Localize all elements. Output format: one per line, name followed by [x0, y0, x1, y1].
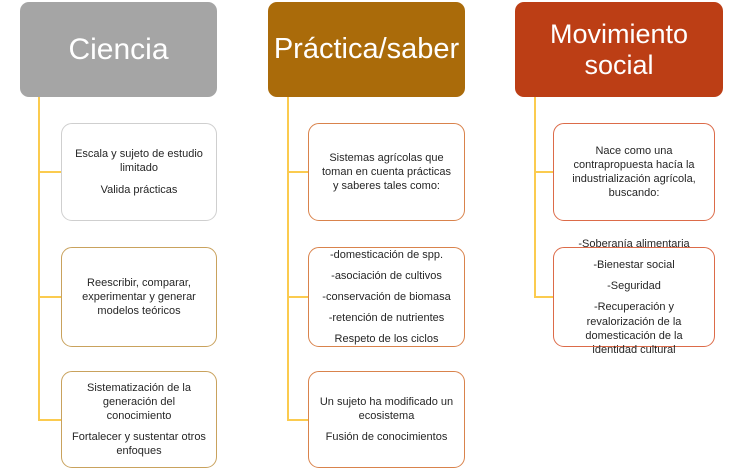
child-paragraph: -retención de nutrientes [328, 312, 445, 325]
child-box-practica-saber-1: Sistemas agrícolas que toman en cuenta p… [308, 123, 465, 221]
header-practica-saber: Práctica/saber [268, 2, 465, 97]
header-ciencia: Ciencia [20, 2, 217, 97]
child-paragraph: -Recuperación y revalorización de la dom… [585, 301, 683, 356]
connector-vertical-line-ciencia [38, 97, 40, 421]
header-label-movimiento-social: Movimiento social [549, 19, 689, 80]
connector-branch-line-ciencia-1 [38, 171, 61, 173]
child-box-movimiento-social-2: -Soberanía alimentaria -Bienestar social -… [553, 238, 715, 356]
connector-branch-line-movimiento-social-2 [534, 296, 553, 298]
header-label-practica-saber: Práctica/saber [273, 33, 460, 66]
child-paragraph: Respeto de los ciclos [334, 333, 439, 346]
child-paragraph: Un sujeto ha modificado un ecosistema [319, 395, 454, 422]
connector-branch-line-practica-saber-1 [287, 171, 308, 173]
child-paragraph: Valida prácticas [100, 183, 178, 196]
child-box-ciencia-2: Reescribir, comparar, experimentar y gen… [61, 247, 217, 347]
child-paragraph: -Bienestar social [593, 259, 675, 272]
child-box-movimiento-social-1: Nace como una contrapropuesta hacía la i… [553, 123, 715, 221]
child-box-practica-saber-2: -domesticación de spp. -asociación de cul… [308, 247, 465, 347]
child-paragraph: Sistemas agrícolas que toman en cuenta p… [321, 151, 452, 193]
connector-branch-line-ciencia-3 [38, 419, 61, 421]
connector-branch-line-practica-saber-2 [287, 296, 308, 298]
connector-branch-line-ciencia-2 [38, 296, 61, 298]
header-movimiento-social: Movimiento social [515, 2, 723, 97]
connector-vertical-line-movimiento-social [534, 97, 536, 298]
child-paragraph: Reescribir, comparar, experimentar y gen… [82, 276, 196, 318]
child-paragraph: Fortalecer y sustentar otros enfoques [72, 431, 206, 458]
child-paragraph: -Soberanía alimentaria [578, 238, 690, 251]
child-paragraph: -asociación de cultivos [331, 269, 442, 282]
child-paragraph: -domesticación de spp. [329, 248, 444, 261]
child-box-ciencia-3: Sistematización de la generación del con… [61, 371, 217, 468]
child-paragraph: Nace como una contrapropuesta hacía la i… [572, 144, 696, 200]
child-paragraph: Sistematización de la generación del con… [87, 381, 191, 422]
child-paragraph: -Seguridad [607, 280, 661, 293]
child-paragraph: -conservación de biomasa [322, 290, 451, 303]
child-paragraph: Fusión de conocimientos [325, 431, 448, 444]
connector-vertical-line-practica-saber [287, 97, 289, 421]
child-paragraph: Escala y sujeto de estudio limitado [75, 148, 203, 175]
connector-branch-line-practica-saber-3 [287, 419, 308, 421]
header-label-ciencia: Ciencia [68, 32, 169, 66]
connector-branch-line-movimiento-social-1 [534, 171, 553, 173]
